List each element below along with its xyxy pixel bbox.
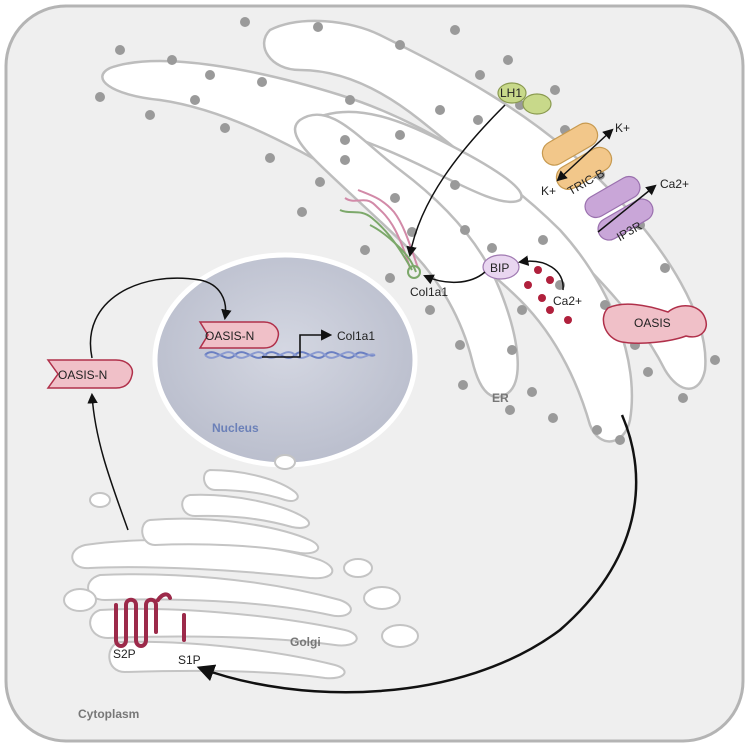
ca-top-label: Ca2+: [660, 177, 689, 191]
dna-helix: [204, 351, 376, 359]
nucleus: [152, 252, 418, 468]
ip3r-channel: [584, 175, 654, 241]
er-to-golgi-arrow: [196, 414, 638, 694]
golgi-to-oasis-n-arrow: [87, 392, 129, 531]
k-plus-bottom-label: K+: [541, 184, 556, 198]
endoplasmic-reticulum: [101, 19, 707, 443]
calcium-ions: [524, 266, 572, 324]
col1a1-er-label: Col1a1: [410, 285, 448, 299]
lh1-shape-right: [522, 93, 552, 115]
k-plus-top-label: K+: [615, 121, 630, 135]
ca-efflux-arrow: [597, 184, 657, 233]
ca-to-bip-arrow: [517, 255, 564, 291]
oasis-n-nucleus-label: OASIS-N: [205, 329, 254, 343]
col1a1-gene-label: Col1a1: [337, 329, 375, 343]
oasis-n-nucleus-shape: [198, 321, 280, 349]
s2p-label: S2P: [113, 647, 136, 661]
s1p-label: S1P: [178, 653, 201, 667]
golgi-label: Golgi: [290, 635, 321, 649]
ca-middle-label: Ca2+: [553, 294, 582, 308]
bip-shape: [482, 254, 520, 280]
lh1-label: LH1: [500, 86, 522, 100]
oasis-n-cytoplasm-shape: [46, 359, 134, 389]
bip-to-collagen-arrow: [423, 271, 486, 285]
bip-label: BIP: [490, 261, 509, 275]
oasis-n-cytoplasm-label: OASIS-N: [58, 368, 107, 382]
transcription-arrow: [262, 329, 333, 358]
nucleus-label: Nucleus: [212, 421, 259, 435]
oasis-n-to-nucleus-arrow: [89, 277, 232, 359]
oasis-label: OASIS: [634, 316, 671, 330]
s2p-protein: [114, 592, 172, 648]
lh1-to-collagen-arrow: [406, 104, 506, 258]
lh1-shape-left: [497, 82, 527, 104]
ribosomes: [95, 17, 720, 445]
er-label: ER: [492, 391, 509, 405]
oasis-shape: [602, 303, 707, 344]
cytoplasm-label: Cytoplasm: [78, 707, 139, 721]
k-flux-arrow: [556, 128, 614, 182]
